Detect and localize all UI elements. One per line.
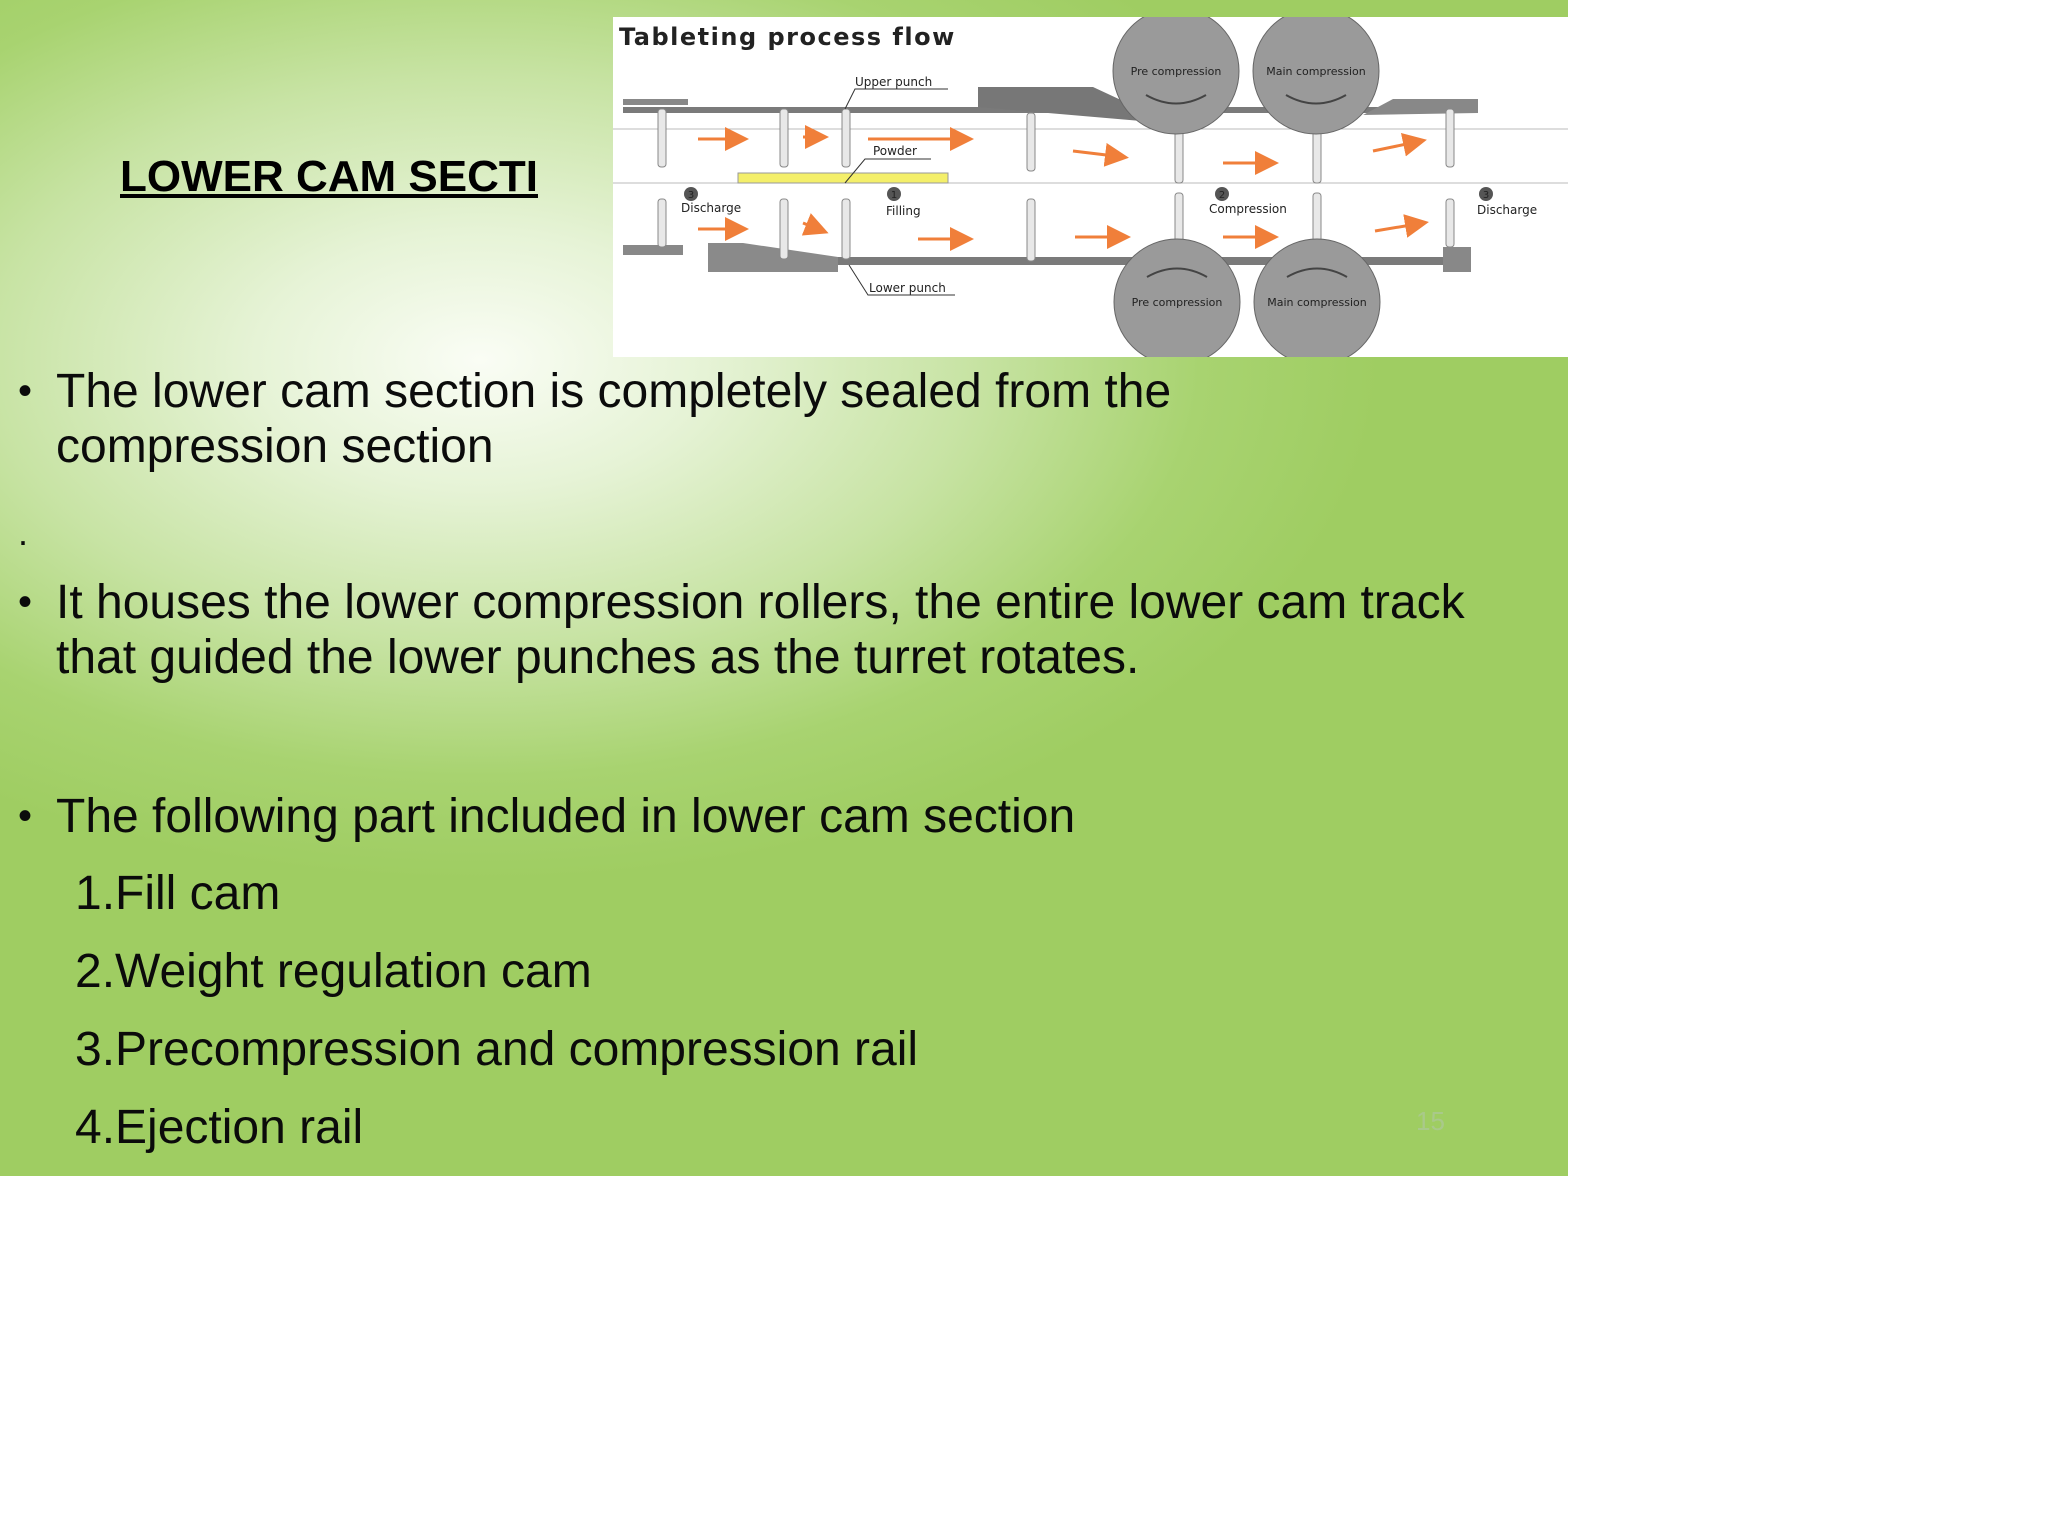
powder-bed (737, 172, 949, 184)
page-number: 15 (1416, 1106, 1445, 1136)
stray-text: . (18, 512, 29, 553)
tableting-diagram: 3 1 2 3 Tableting process flow Upper pun… (613, 17, 1568, 357)
label-compression: Compression (1209, 202, 1287, 216)
bullet-item: • It houses the lower compression roller… (18, 575, 1518, 685)
leader-lines (844, 88, 955, 296)
bullet-icon: • (18, 369, 33, 413)
lower-cam-right (1443, 247, 1471, 272)
slide: LOWER CAM SECTI • The lower cam section … (0, 0, 1568, 1176)
main-compression-lower-roller (1253, 238, 1381, 357)
label-upper-punch: Upper punch (855, 75, 932, 89)
bullet-icon: • (18, 794, 33, 838)
list-item: 4.Ejection rail (75, 1101, 364, 1154)
punch-set (657, 108, 1455, 262)
list-item: 2.Weight regulation cam (75, 945, 592, 998)
label-main-compression-bottom: Main compression (1267, 296, 1367, 309)
bullet-item: • The lower cam section is completely se… (18, 364, 1518, 474)
bullet-text: It houses the lower compression rollers,… (56, 576, 1465, 684)
label-lower-punch: Lower punch (869, 281, 946, 295)
bullet-text: The lower cam section is completely seal… (56, 365, 1172, 473)
label-main-compression-top: Main compression (1266, 65, 1366, 78)
bullet-text: The following part included in lower cam… (56, 790, 1076, 843)
step-markers (684, 187, 1493, 201)
main-compression-upper-roller (1252, 17, 1380, 135)
upper-cam-track (623, 99, 688, 105)
list-item: 1.Fill cam (75, 867, 281, 920)
pre-compression-lower-roller (1113, 238, 1241, 357)
label-filling: Filling (886, 204, 921, 218)
bullet-item: • The following part included in lower c… (18, 789, 1518, 844)
label-powder: Powder (873, 144, 917, 158)
roller-rotation-arrows (1145, 94, 1348, 278)
lower-cam-left (623, 245, 683, 255)
motion-arrows (698, 125, 1429, 251)
slide-title: LOWER CAM SECTI (120, 152, 538, 201)
list-item: 3.Precompression and compression rail (75, 1023, 919, 1076)
tableting-process-figure: 3 1 2 3 Tableting process flow Upper pun… (613, 17, 1568, 357)
step-number-discharge-right: 3 (1483, 190, 1489, 201)
pre-compression-upper-roller (1112, 17, 1240, 135)
figure-title: Tableting process flow (619, 23, 956, 51)
bullet-icon: • (18, 580, 33, 624)
label-discharge-right: Discharge (1477, 203, 1537, 217)
label-pre-compression-top: Pre compression (1131, 65, 1222, 78)
upper-cam-end (1363, 99, 1478, 115)
step-number-compression: 2 (1219, 190, 1225, 201)
step-number-discharge-left: 3 (688, 190, 694, 201)
upper-cam-ramp (978, 87, 1153, 122)
compression-rollers (1112, 17, 1381, 357)
lower-cam-fill (708, 243, 838, 272)
label-pre-compression-bottom: Pre compression (1132, 296, 1223, 309)
step-number-filling: 1 (891, 190, 897, 201)
label-discharge-left: Discharge (681, 201, 741, 215)
